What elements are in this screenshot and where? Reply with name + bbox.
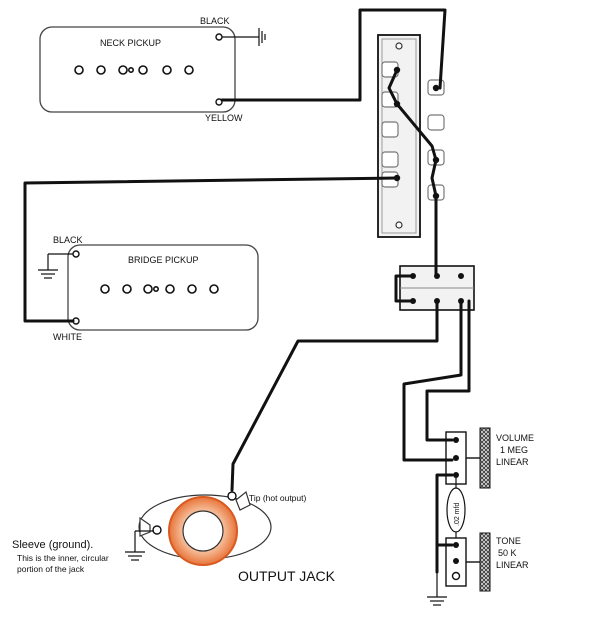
jack-sleeve-note-2: portion of the jack	[17, 564, 85, 574]
neck-pickup-label: NECK PICKUP	[100, 38, 161, 48]
capacitor: .02 mfd	[446, 475, 466, 542]
bridge-pickup: BRIDGE PICKUP BLACK WHITE	[53, 235, 259, 342]
bridge-lead-white-label: WHITE	[53, 332, 82, 342]
wire-switch-jumper-1	[387, 68, 399, 106]
neck-lead-yellow-terminal	[215, 98, 223, 106]
neck-lead-black-label: BLACK	[200, 16, 230, 26]
volume-pot-knurl	[479, 427, 491, 489]
neck-pickup-body	[39, 26, 236, 113]
wires	[23, 8, 471, 574]
tone-pot-label-1: TONE	[496, 536, 521, 546]
volume-pot-label-3: LINEAR	[496, 457, 529, 467]
volume-pot-label-1: VOLUME	[496, 433, 534, 443]
jack-sleeve-hole	[182, 510, 224, 552]
bridge-pickup-pole-pieces	[100, 284, 219, 294]
selector-switch	[377, 34, 445, 238]
output-jack: OUTPUT JACK Tip (hot output) Sleeve (gro…	[12, 490, 336, 584]
tone-ground-symbol	[427, 572, 447, 606]
bridge-pickup-label: BRIDGE PICKUP	[128, 255, 199, 265]
jack-tip-label: Tip (hot output)	[249, 493, 306, 503]
wire-toggle-to-jack-tip	[230, 299, 439, 492]
neck-lead-yellow-label: YELLOW	[205, 113, 243, 123]
bridge-lead-black-terminal	[72, 250, 80, 258]
neck-pickup: NECK PICKUP BLACK YELLOW	[39, 16, 243, 123]
wire-bridge-link	[23, 176, 399, 323]
jack-sleeve-label: Sleeve (ground).	[12, 539, 93, 551]
wire-neck-yellow	[220, 8, 447, 102]
tone-pot-label-3: LINEAR	[496, 560, 529, 570]
wire-switch-jumper-3	[430, 158, 438, 198]
jack-ground-symbol	[125, 530, 154, 561]
bridge-lead-black-label: BLACK	[53, 235, 83, 245]
neck-lead-black-terminal	[215, 33, 223, 41]
neck-ground-symbol	[222, 28, 266, 46]
tone-pot-label-2: 50 K	[498, 548, 517, 558]
capacitor-label: .02 mfd	[454, 503, 461, 526]
jack-sleeve-note-1: This is the inner, circular	[17, 553, 109, 563]
wire-toggle-jumper	[394, 274, 415, 303]
wire-volume-ground	[435, 473, 454, 574]
bridge-ground-symbol	[38, 253, 73, 279]
wire-switch-jumper-2	[395, 102, 438, 162]
volume-pot: VOLUME 1 MEG LINEAR	[445, 427, 534, 489]
neck-pickup-pole-pieces	[74, 65, 194, 75]
tone-pot-knurl	[479, 532, 491, 592]
output-jack-label: OUTPUT JACK	[238, 568, 336, 584]
wire-toggle-to-volume	[402, 299, 463, 462]
wire-volume-loop	[425, 299, 471, 442]
volume-pot-label-2: 1 MEG	[500, 445, 528, 455]
bridge-pickup-body	[67, 244, 259, 331]
tone-pot: TONE 50 K LINEAR	[445, 532, 529, 592]
